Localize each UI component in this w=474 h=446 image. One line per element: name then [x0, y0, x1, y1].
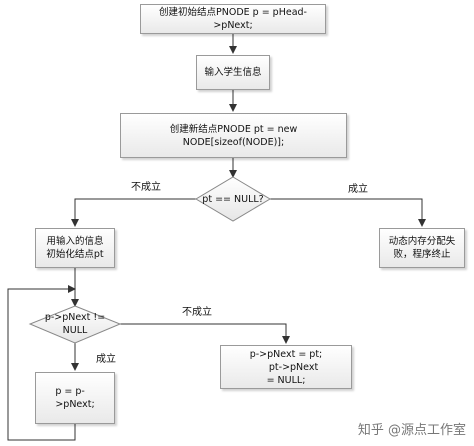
process-move-p-text: p = p- >pNext; — [55, 386, 95, 410]
edge-label-ok-right: 成立 — [348, 184, 368, 195]
process-link-pt: p->pNext = pt; pt->pNext = NULL; — [220, 345, 352, 389]
edge-label-not-ok-left: 不成立 — [131, 182, 161, 193]
edge-next-to-link — [120, 323, 290, 344]
process-create-new-node: 创建新结点PNODE pt = new NODE[sizeof(NODE)]; — [120, 113, 347, 158]
process-create-init-node-text: 创建初始结点PNODE p = pHead- >pNext; — [159, 7, 307, 31]
process-create-new-node-text: 创建新结点PNODE pt = new NODE[sizeof(NODE)]; — [169, 123, 298, 148]
process-alloc-fail-text: 动态内存分配失 败，程序终止 — [388, 236, 456, 260]
decision-p-next-null — [28, 305, 122, 344]
process-input-student-info-text: 输入学生信息 — [204, 67, 262, 78]
process-move-p: p = p- >pNext; — [35, 372, 115, 424]
process-init-node-pt-text: 用输入的信息 初始化结点pt — [46, 236, 104, 260]
decision-pt-null — [195, 176, 271, 222]
decision-p-next-null-text: p->pNext != NULL — [44, 312, 106, 336]
decision-pt-null-text: pt == NULL? — [202, 194, 264, 205]
process-create-init-node: 创建初始结点PNODE p = pHead- >pNext; — [140, 4, 326, 34]
edge-label-ok-down: 成立 — [96, 354, 116, 365]
process-link-pt-text: p->pNext = pt; pt->pNext = NULL; — [249, 348, 323, 386]
edge-label-not-ok-right: 不成立 — [182, 307, 212, 318]
edge-check-to-fail — [270, 198, 426, 227]
watermark: 知乎 @源点工作室 — [357, 423, 466, 438]
edge-move-loop-back — [7, 285, 76, 441]
process-alloc-fail: 动态内存分配失 败，程序终止 — [379, 228, 465, 268]
process-input-student-info: 输入学生信息 — [196, 55, 270, 90]
edge-check-to-init — [71, 198, 196, 227]
process-init-node-pt: 用输入的信息 初始化结点pt — [35, 228, 115, 268]
